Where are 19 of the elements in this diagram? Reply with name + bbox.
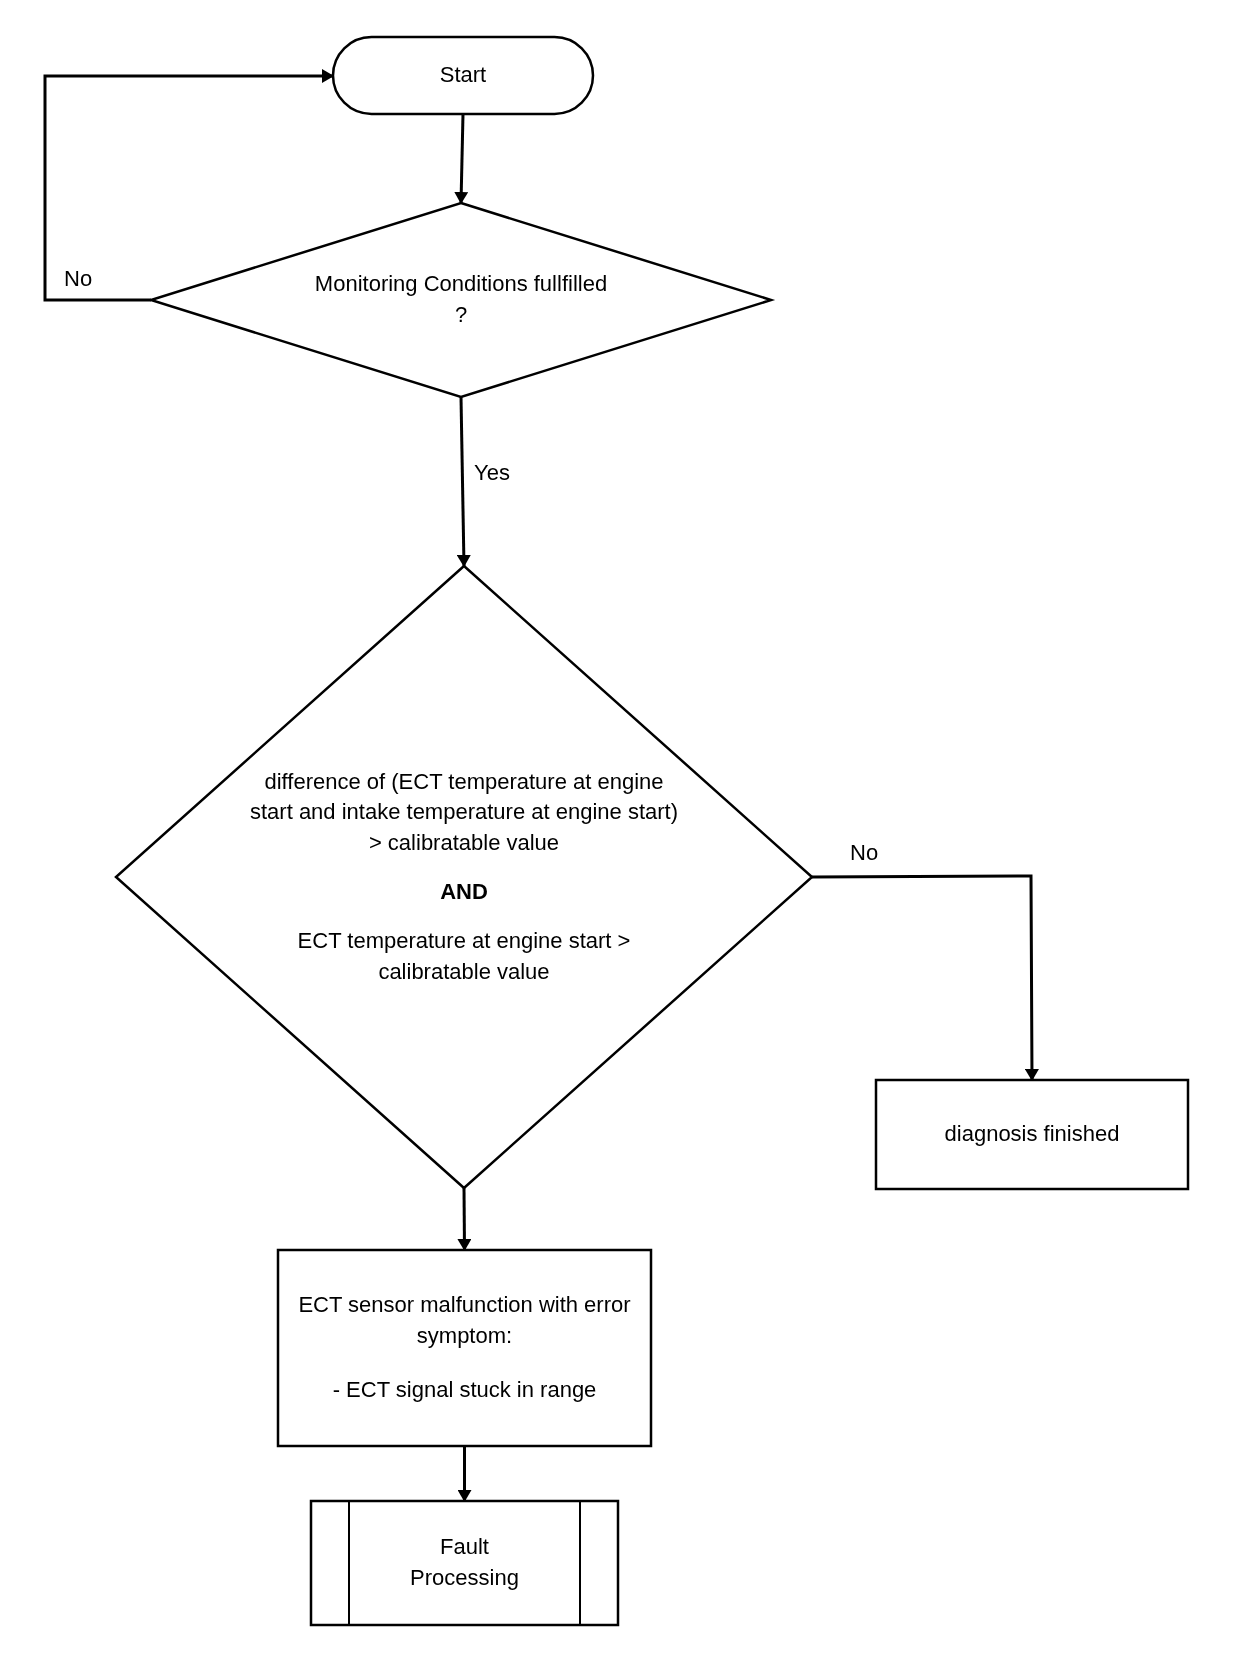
process-box <box>278 1250 651 1446</box>
arrow <box>812 874 1039 1081</box>
node-text: diagnosis finished <box>944 1120 1120 1149</box>
arrow <box>457 1446 472 1502</box>
node-text: Monitoring Conditions fullfilled ? <box>313 270 609 329</box>
arrow <box>456 396 471 567</box>
node-text: Fault Processing <box>409 1533 520 1592</box>
node-text: - ECT signal stuck in range <box>332 1376 597 1405</box>
node-text: difference of (ECT temperature at engine start and intake temperature at engine start) > calibratable value <box>249 767 679 858</box>
node-text: AND <box>439 878 489 906</box>
node-text: ECT temperature at engine start > calibratable value <box>296 926 632 986</box>
arrow <box>43 69 334 302</box>
predefined-process-box <box>311 1501 618 1625</box>
arrow <box>457 1188 472 1251</box>
node-text: ECT sensor malfunction with error symptom: <box>297 1290 632 1350</box>
node-text: Start <box>439 61 487 90</box>
process-box <box>876 1080 1188 1189</box>
start-terminator <box>333 37 593 114</box>
decision-diamond <box>116 566 812 1188</box>
